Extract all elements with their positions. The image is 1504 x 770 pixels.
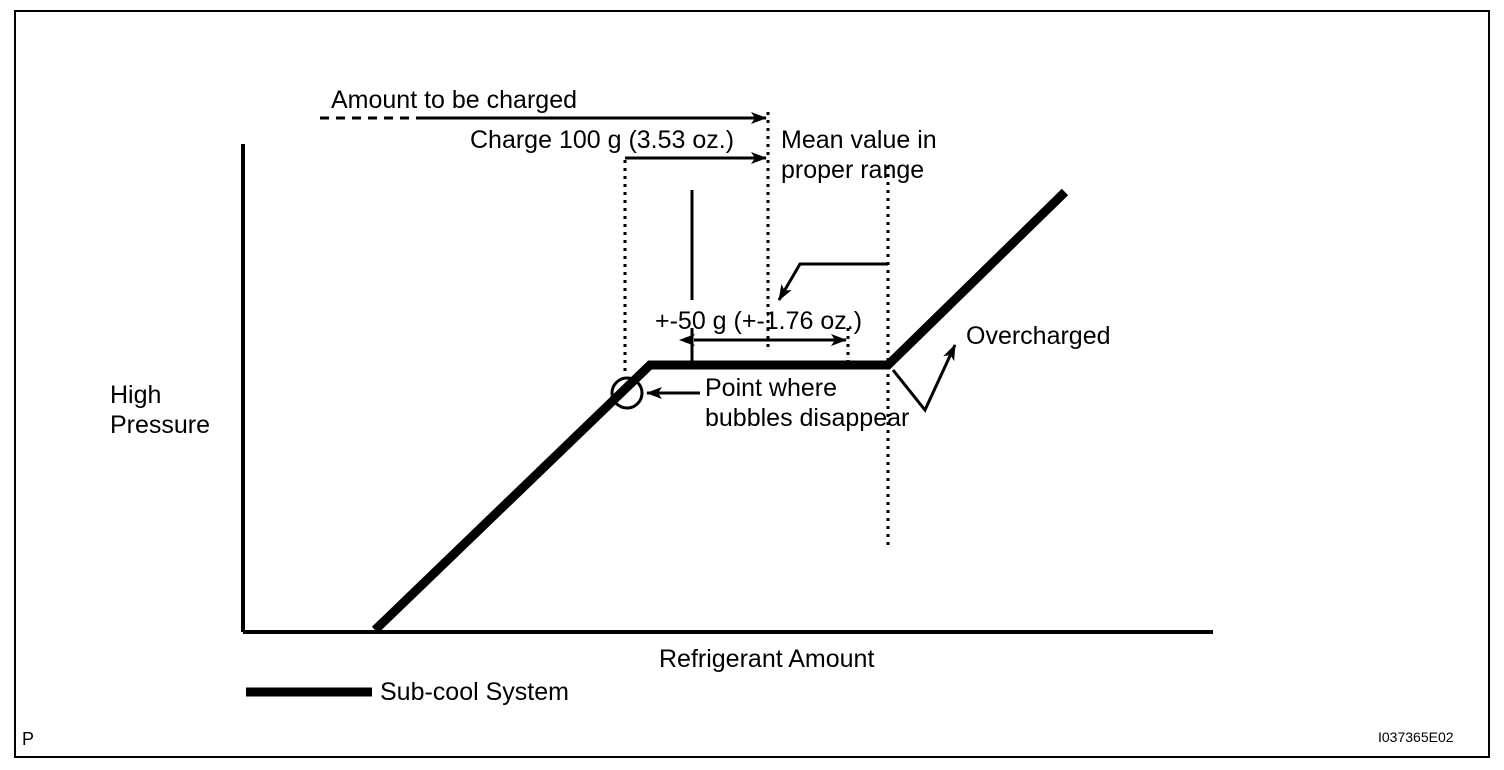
- y-axis-label-line1: High: [110, 381, 162, 409]
- label-bubbles-line2: bubbles disappear: [705, 403, 910, 432]
- corner-marker: P: [22, 729, 35, 749]
- figure-border: [14, 10, 1490, 758]
- bubble-point-circle: [610, 376, 644, 410]
- dimension-arrows: [320, 112, 847, 346]
- sub-cool-system-curve: [371, 188, 1069, 634]
- label-bubbles-disappear: Point where bubbles disappear: [705, 374, 909, 433]
- overcharged-leader-line: [891, 344, 957, 413]
- chart-axes: [241, 144, 1213, 634]
- label-bubbles-line1: Point where: [705, 374, 838, 402]
- label-charge-100g: Charge 100 g (3.53 oz.): [470, 126, 735, 154]
- y-axis-label: High Pressure: [110, 381, 210, 440]
- label-mean-value-line2: proper range: [781, 155, 925, 184]
- bubble-point-marker-group: [610, 376, 700, 410]
- x-axis-label: Refrigerant Amount: [659, 645, 875, 673]
- overcharged-leader: [891, 344, 957, 413]
- figure-code: I037365E02: [1378, 729, 1454, 745]
- label-mean-value-proper-range: Mean value in proper range: [781, 126, 937, 185]
- label-amount-to-be-charged: Amount to be charged: [331, 86, 577, 114]
- mean-value-leader: [777, 262, 888, 301]
- mean-value-leader-line: [777, 262, 888, 301]
- label-tolerance: +-50 g (+-1.76 oz.): [655, 307, 863, 335]
- legend-label: Sub-cool System: [380, 678, 569, 706]
- y-axis-label-line2: Pressure: [110, 410, 211, 439]
- label-overcharged: Overcharged: [966, 322, 1111, 350]
- label-mean-value-line1: Mean value in: [781, 126, 937, 154]
- reference-lines: [623, 112, 890, 545]
